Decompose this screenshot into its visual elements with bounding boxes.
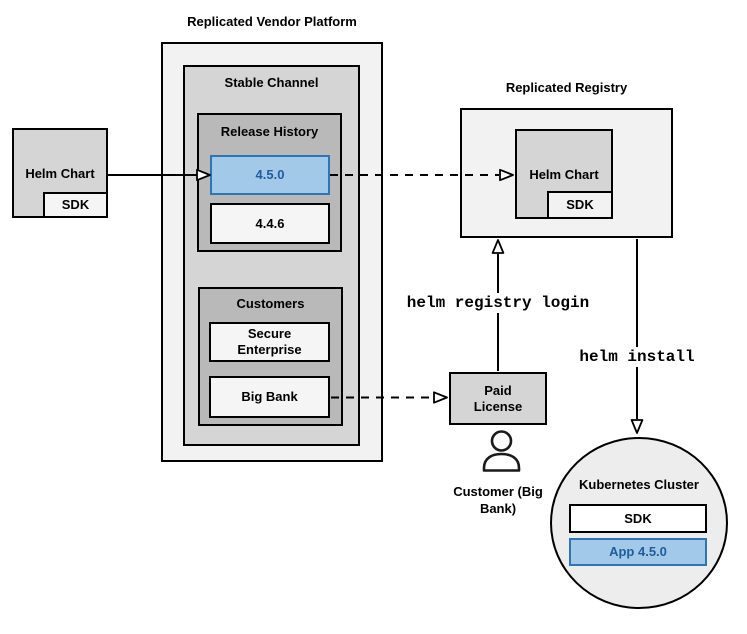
registry-helm-chart-label: Helm Chart [529,167,599,182]
registry-title: Replicated Registry [505,80,628,95]
source-helm-chart-label: Helm Chart [25,166,95,181]
release-item-4-4-6: 4.4.6 [210,203,330,244]
cluster-sdk-box: SDK [569,504,707,533]
command-helm-install: helm install [571,347,703,367]
stable-channel-title: Stable Channel [224,75,319,90]
cluster-title: Kubernetes Cluster [579,477,699,492]
registry-sdk-box: SDK [547,191,613,219]
arrowhead-icon [491,239,505,254]
sdk-label: SDK [566,197,594,212]
person-icon [482,430,521,472]
release-version: 4.4.6 [255,215,285,231]
command-registry-login: helm registry login [404,293,592,313]
release-item-4-5-0: 4.5.0 [210,155,330,195]
app-label: App 4.5.0 [609,544,667,559]
sdk-label: SDK [624,510,652,526]
release-history-title: Release History [220,124,319,139]
release-version: 4.5.0 [255,167,285,182]
customer-caption: Customer (Big Bank) [453,484,543,516]
customer-name: Big Bank [241,389,298,404]
customer-name: Secure Enterprise [237,326,302,357]
customer-item-big-bank: Big Bank [209,376,330,418]
paid-license-box: Paid License [449,372,547,425]
cluster-app-box: App 4.5.0 [569,538,707,566]
paid-license-label: Paid License [473,382,523,414]
customers-title: Customers [236,296,305,311]
vendor-platform-title: Replicated Vendor Platform [187,14,357,29]
arrowhead-icon [433,391,448,404]
sdk-label: SDK [61,197,90,212]
customer-item-secure-enterprise: Secure Enterprise [209,322,330,362]
source-sdk-box: SDK [43,192,108,218]
arrowhead-icon [630,419,644,434]
